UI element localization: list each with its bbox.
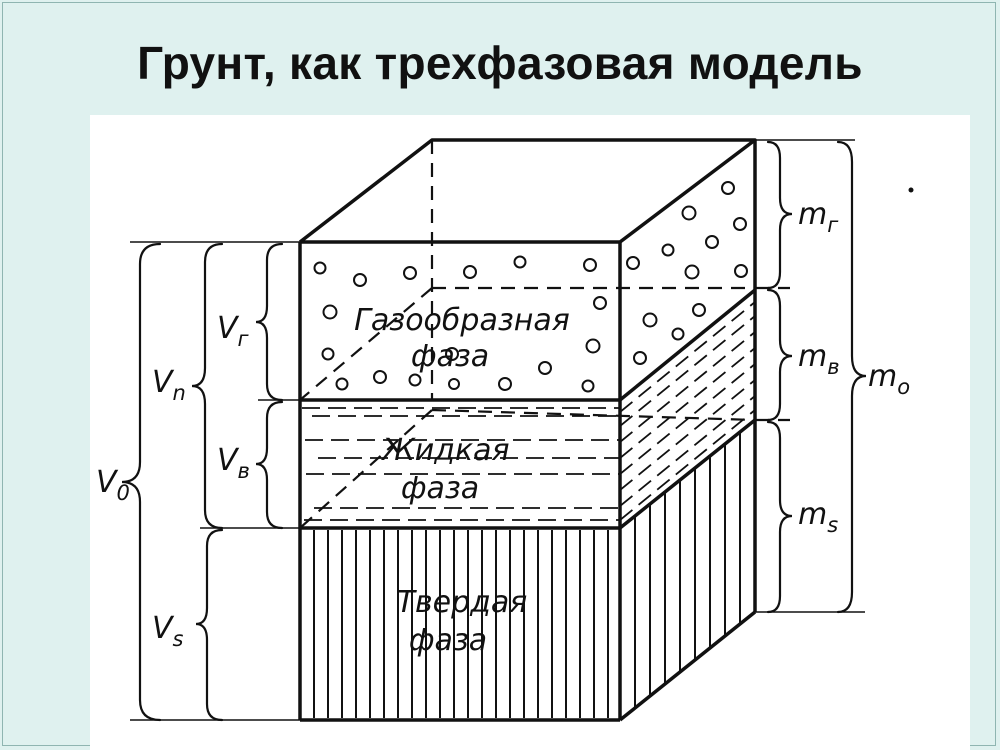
gas-phase-label-line2: фаза	[411, 339, 489, 374]
solid-phase-label-line2: фаза	[409, 623, 487, 658]
brace-m-water	[766, 288, 793, 422]
cube-hidden-edges	[299, 140, 790, 529]
label-m-gas: mг	[798, 197, 839, 237]
label-v-water: Vв	[217, 443, 250, 483]
label-v-total: V0	[96, 465, 130, 505]
ink-dot	[908, 187, 914, 193]
solid-phase-label-line1: Твердая	[397, 585, 528, 620]
figure-panel	[90, 115, 970, 750]
solid-phase-front-hatch	[313, 530, 609, 718]
volume-extension-lines	[130, 241, 300, 721]
brace-v-pores	[191, 242, 224, 530]
liquid-phase-label-line1: Жидкая	[380, 433, 509, 468]
label-v-gas: Vг	[217, 311, 250, 351]
mass-braces	[766, 140, 867, 614]
brace-v-gas	[255, 242, 284, 402]
label-v-solid: Vs	[152, 611, 184, 651]
liquid-phase-side-dashes	[620, 301, 755, 521]
label-m-total: mo	[868, 359, 910, 399]
liquid-phase-front-dashes	[302, 407, 620, 521]
volume-labels: V0 Vn Vг Vв Vs	[96, 311, 250, 651]
slide-title: Грунт, как трехфазовая модель	[137, 37, 863, 89]
brace-m-total	[836, 140, 867, 614]
cube-outline	[298, 138, 757, 722]
label-m-water: mв	[798, 339, 840, 379]
label-m-solid: ms	[798, 497, 838, 537]
brace-v-solid	[195, 528, 224, 722]
brace-v-total	[121, 242, 162, 722]
brace-m-gas	[766, 140, 793, 290]
gas-bubbles	[313, 181, 748, 393]
liquid-phase-label-line2: фаза	[401, 471, 479, 506]
gas-phase-label-line1: Газообразная	[354, 303, 570, 338]
label-v-pores: Vn	[152, 365, 186, 405]
brace-v-water	[255, 400, 284, 530]
volume-braces	[121, 242, 284, 722]
brace-m-solid	[766, 420, 793, 614]
mass-labels: mг mв ms mo	[798, 197, 910, 537]
phase-labels: Газообразная фаза Жидкая фаза Твердая фа…	[354, 303, 570, 658]
